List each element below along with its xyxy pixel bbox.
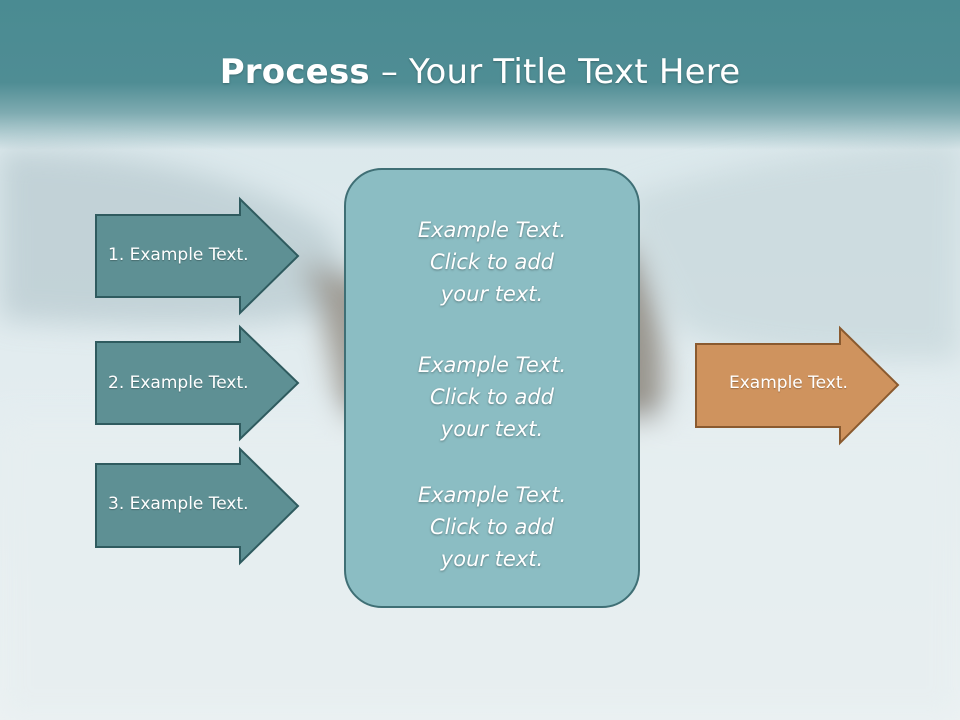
paragraph-line: Example Text. xyxy=(417,483,567,507)
center-paragraph-1: Example Text. Click to add your text. xyxy=(346,214,638,310)
paragraph-line: Example Text. xyxy=(417,353,567,377)
left-arrow-label: 2. Example Text. xyxy=(108,373,249,393)
left-arrow-2[interactable]: 2. Example Text. xyxy=(95,324,300,442)
right-arrow-label: Example Text. xyxy=(729,373,848,393)
title-bold-text: Process xyxy=(219,52,370,92)
center-paragraph-2: Example Text. Click to add your text. xyxy=(346,349,638,445)
paragraph-line: Click to add xyxy=(429,250,554,274)
arrow-shape-icon xyxy=(95,324,300,442)
paragraph-line: Example Text. xyxy=(417,218,567,242)
arrow-shape-icon xyxy=(695,325,900,446)
paragraph-line: Click to add xyxy=(429,515,554,539)
paragraph-line: your text. xyxy=(440,547,544,571)
arrow-shape-icon xyxy=(95,196,300,316)
arrow-shape-icon xyxy=(95,446,300,566)
slide-title: Process – Your Title Text Here xyxy=(0,52,960,92)
left-arrow-1[interactable]: 1. Example Text. xyxy=(95,196,300,316)
title-rest-text: – Your Title Text Here xyxy=(369,52,741,92)
paragraph-line: your text. xyxy=(440,282,544,306)
title-bar xyxy=(0,0,960,150)
paragraph-line: your text. xyxy=(440,417,544,441)
center-paragraph-3: Example Text. Click to add your text. xyxy=(346,479,638,575)
left-arrow-3[interactable]: 3. Example Text. xyxy=(95,446,300,566)
right-arrow[interactable]: Example Text. xyxy=(695,325,900,446)
left-arrow-label: 3. Example Text. xyxy=(108,494,249,514)
paragraph-line: Click to add xyxy=(429,385,554,409)
center-text-box[interactable]: Example Text. Click to add your text. Ex… xyxy=(344,168,640,608)
left-arrow-label: 1. Example Text. xyxy=(108,245,249,265)
